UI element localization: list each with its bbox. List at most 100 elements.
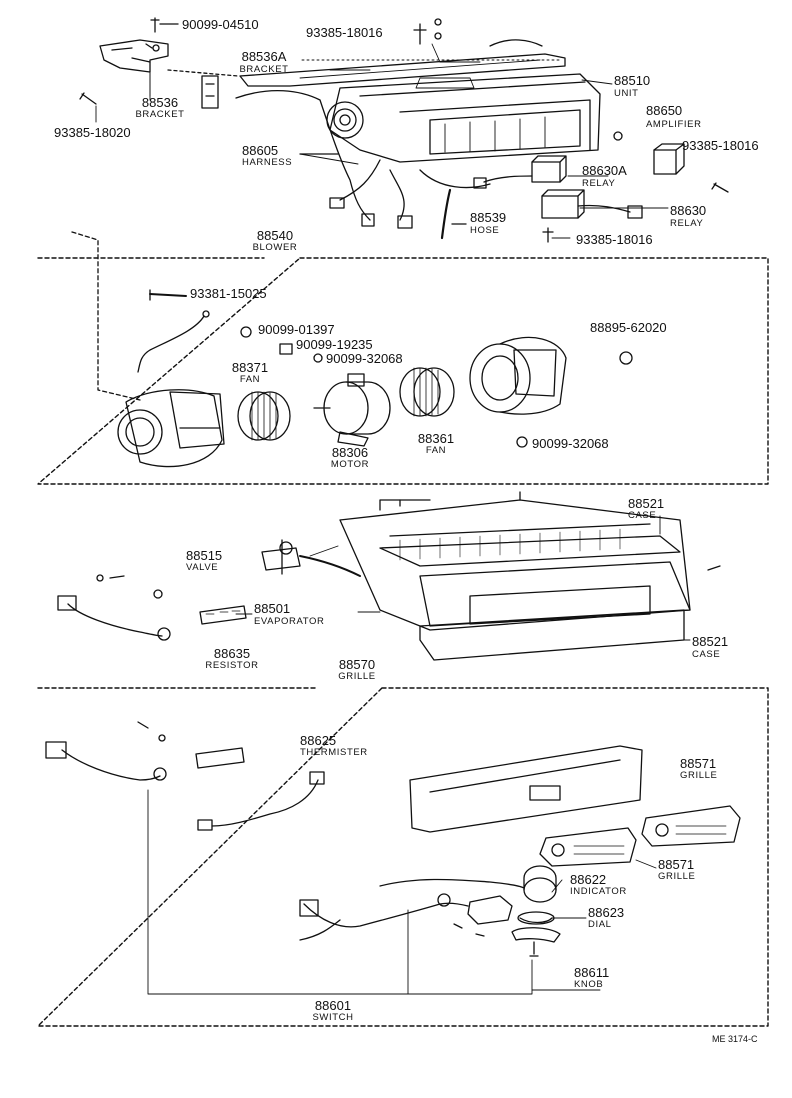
resistor-88635 <box>57 595 247 641</box>
screw-93385-18016-amp <box>711 182 729 193</box>
part-name-88570: GRILLE <box>338 671 376 682</box>
part-number-90099-32068-a: 90099-32068 <box>326 351 403 366</box>
part-name-88540: BLOWER <box>252 242 298 253</box>
part-number-88510: 88510 <box>614 73 651 88</box>
part-number-93385-18016-relay: 93385-18016 <box>576 232 653 247</box>
knob-88611 <box>511 927 561 957</box>
cooling-unit-88510 <box>326 73 601 163</box>
grommet-90099-19235 <box>279 343 293 355</box>
part-number-90099-32068-b: 90099-32068 <box>532 436 609 451</box>
evaporator-88501 <box>379 523 681 567</box>
part-number-88515: 88515 <box>186 548 223 563</box>
hose-88539 <box>440 188 467 240</box>
case-88521-lower <box>419 561 691 661</box>
part-name-88630: RELAY <box>670 218 704 229</box>
grille-88571-left <box>539 827 637 867</box>
screw-90099-04510 <box>150 17 179 33</box>
bracket-88536 <box>99 39 169 97</box>
clip <box>201 75 219 109</box>
drawing-code: ME 3174-C <box>712 1034 758 1044</box>
grille-housing <box>409 745 643 833</box>
part-name-88625: THERMISTER <box>300 747 368 758</box>
part-number-88605: 88605 <box>242 143 279 158</box>
part-name-88623: DIAL <box>588 919 612 930</box>
wiring-left <box>45 721 245 781</box>
part-name-88521-top: CASE <box>628 510 657 521</box>
part-name-88515: VALVE <box>186 562 219 573</box>
part-name-88605: HARNESS <box>242 157 293 168</box>
part-number-90099-04510: 90099-04510 <box>182 17 259 32</box>
fan-88361 <box>399 367 455 417</box>
nut-88895-62020 <box>619 351 633 365</box>
relay-88630A <box>473 155 567 189</box>
screws-small <box>96 565 721 599</box>
part-name-88501: EVAPORATOR <box>254 616 325 627</box>
part-number-88571-a: 88571 <box>680 756 717 771</box>
part-number-88571-b: 88571 <box>658 857 695 872</box>
part-name-88630A: RELAY <box>582 178 616 189</box>
dial-88623 <box>517 911 555 925</box>
part-name-88539: HOSE <box>470 225 500 236</box>
part-number-88623: 88623 <box>588 905 625 920</box>
part-name-88571-b: GRILLE <box>658 871 696 882</box>
nut-90099-32068-a <box>313 353 323 363</box>
part-number-90099-19235: 90099-19235 <box>296 337 373 352</box>
part-number-93381-15025: 93381-15025 <box>190 286 267 301</box>
part-name-88371: FAN <box>239 374 261 385</box>
thermister-88625 <box>197 771 325 831</box>
part-number-88622: 88622 <box>570 872 607 887</box>
part-number-88625: 88625 <box>300 733 337 748</box>
screw-93385-18016-top <box>413 18 442 45</box>
assembly-leader <box>71 231 141 401</box>
screw-93385-18020 <box>79 92 97 105</box>
blower-housing-right <box>469 336 567 415</box>
leader-lines <box>95 43 691 995</box>
part-name-88521-bottom: CASE <box>692 649 721 660</box>
part-name-88650: AMPLIFIER <box>646 119 702 130</box>
nut-90099-32068-b <box>516 436 528 448</box>
indicator-88622 <box>379 865 557 903</box>
part-number-93385-18016-amp: 93385-18016 <box>682 138 759 153</box>
amplifier-88650 <box>653 143 685 175</box>
part-number-88536: 88536 <box>141 95 179 110</box>
part-number-88650: 88650 <box>646 103 683 118</box>
part-number-88635: 88635 <box>213 646 251 661</box>
part-name-88611: KNOB <box>574 979 604 990</box>
part-number-88630: 88630 <box>670 203 707 218</box>
nut-90099-01397 <box>240 326 252 338</box>
part-name-88536: BRACKET <box>135 109 185 120</box>
part-number-88601: 88601 <box>314 998 352 1013</box>
part-number-88539: 88539 <box>470 210 507 225</box>
part-name-88601: SWITCH <box>312 1012 354 1023</box>
part-name-88306: MOTOR <box>330 459 370 470</box>
part-name-88635: RESISTOR <box>205 660 259 671</box>
part-number-88611: 88611 <box>574 965 610 980</box>
part-number-93385-18020: 93385-18020 <box>54 125 131 140</box>
grille-88571-right <box>641 805 741 847</box>
part-number-88306: 88306 <box>331 445 369 460</box>
part-number-88521-bottom: 88521 <box>692 634 729 649</box>
part-name-88571-a: GRILLE <box>680 770 718 781</box>
relay-88630 <box>541 189 643 219</box>
bracket-88536A <box>167 39 566 87</box>
nut <box>613 131 623 141</box>
valve-88515 <box>261 539 361 577</box>
grille-group-box <box>37 687 769 1027</box>
part-number-88521-top: 88521 <box>628 496 665 511</box>
part-number-88630A: 88630A <box>582 163 627 178</box>
fan-88371 <box>237 391 291 441</box>
switch-88601 <box>299 893 513 941</box>
part-number-93385-18016-top: 93385-18016 <box>306 25 383 40</box>
screw-93381-15025 <box>149 289 187 301</box>
part-number-88361: 88361 <box>417 431 455 446</box>
blower-group-box <box>37 257 769 485</box>
part-number-88371: 88371 <box>231 360 269 375</box>
harness-88605 <box>235 89 491 229</box>
part-name-88361: FAN <box>425 445 447 456</box>
part-name-88510: UNIT <box>614 88 639 99</box>
part-number-90099-01397: 90099-01397 <box>258 322 335 337</box>
part-number-88501: 88501 <box>254 601 291 616</box>
part-number-88570: 88570 <box>338 657 376 672</box>
